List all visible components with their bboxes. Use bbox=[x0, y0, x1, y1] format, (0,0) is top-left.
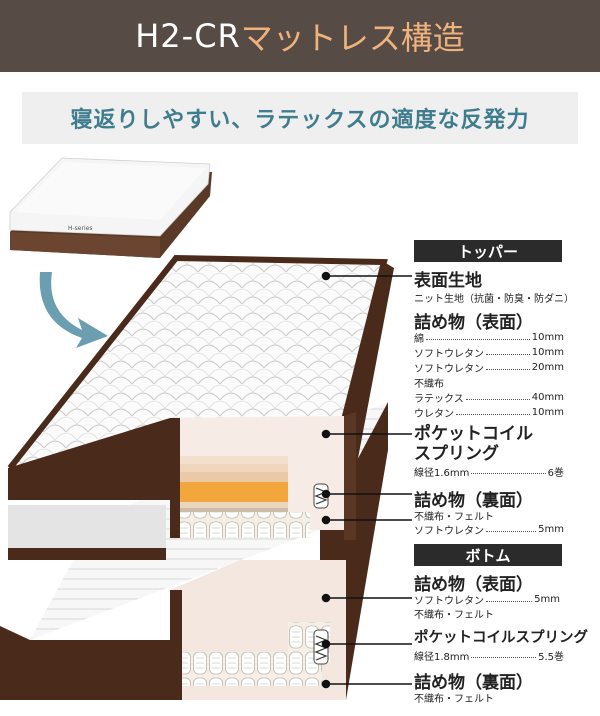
arrow-icon bbox=[39, 272, 108, 348]
title-bar: H2-CR マットレス構造 bbox=[0, 0, 600, 72]
bottom-fill-bottom-heading: 詰め物（裏面） bbox=[414, 673, 533, 693]
surface-detail: ニット生地（抗菌・防臭・防ダニ） bbox=[414, 294, 574, 305]
topper-fill-top-heading: 詰め物（表面） bbox=[414, 313, 533, 333]
title-structure: マットレス構造 bbox=[240, 19, 465, 57]
surface-heading: 表面生地 bbox=[414, 271, 482, 291]
topper-fill-bottom-line1: 不織布・フェルト bbox=[414, 512, 494, 523]
topper-tag: トッパー bbox=[414, 240, 562, 262]
subtitle-banner: 寝返りしやすい、ラテックスの適度な反発力 bbox=[22, 92, 578, 144]
bottom-coil-heading: ポケットコイルスプリング bbox=[414, 630, 588, 646]
thumb-logo: H-series bbox=[68, 225, 92, 232]
bottom-fill-top-line2: 不織布・フェルト bbox=[414, 610, 494, 621]
bottom-tag: ボトム bbox=[414, 544, 562, 566]
title-model: H2-CR bbox=[135, 17, 241, 55]
thumbnail-mattress: H-series bbox=[9, 157, 212, 258]
topper-coil-heading: ポケットコイル スプリング bbox=[414, 424, 533, 464]
subtitle-text: 寝返りしやすい、ラテックスの適度な反発力 bbox=[70, 108, 530, 133]
topper-mattress bbox=[7, 254, 394, 560]
bottom-fill-top-heading: 詰め物（表面） bbox=[414, 575, 533, 595]
spec-row: 不織布 bbox=[414, 379, 444, 390]
topper-fill-bottom-heading: 詰め物（裏面） bbox=[414, 491, 533, 511]
bottom-fill-bottom-line1: 不織布・フェルト bbox=[414, 694, 494, 705]
